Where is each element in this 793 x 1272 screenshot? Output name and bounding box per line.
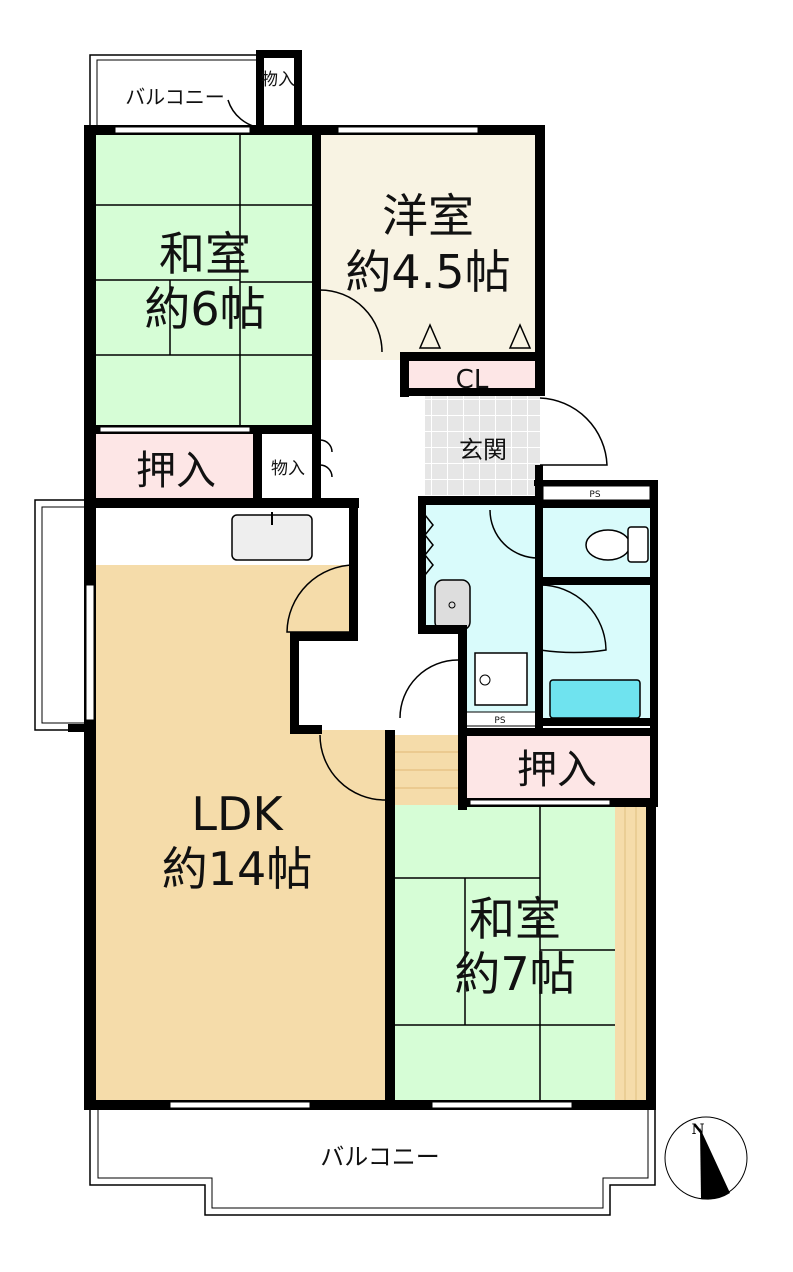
- washbasin-icon: [434, 579, 471, 631]
- monoire-top: 物入: [261, 70, 295, 90]
- youshitsu-floor: [318, 130, 540, 360]
- ldk-name: LDK: [191, 787, 284, 841]
- oshiire-left-floor: [92, 432, 257, 500]
- washitsu7-name: 和室: [469, 892, 561, 946]
- genkan-floor: [425, 395, 540, 500]
- balcony-left: [34, 499, 93, 731]
- tatami-lines: [92, 130, 615, 1100]
- balcony-top-label: バルコニー: [125, 85, 225, 109]
- balcony-bottom-label: バルコニー: [320, 1143, 440, 1171]
- ldk-floor: [92, 565, 390, 1100]
- genkan-label: 玄関: [459, 436, 507, 464]
- oshiire-left-label: 押入: [136, 448, 216, 494]
- youshitsu-name: 洋室: [382, 189, 474, 243]
- ps-bottom-label: PS: [494, 716, 505, 726]
- toilet-icon: [585, 526, 649, 563]
- monoire-mid-floor: [262, 432, 315, 500]
- ps-top-label: PS: [589, 490, 600, 500]
- oshiire-right-label: 押入: [517, 747, 597, 793]
- ps-top: [542, 485, 651, 501]
- bathtub-icon: [549, 679, 641, 719]
- tokonoma: [615, 805, 650, 1100]
- monoire-mid-label: 物入: [271, 459, 305, 479]
- washitsu7-floor: [390, 805, 650, 1100]
- washitsu6-size: 約6帖: [144, 282, 265, 336]
- compass-label: N: [692, 1122, 705, 1138]
- balcony-bottom: バルコニー: [89, 1104, 656, 1216]
- balcony-top: バルコニー: [89, 54, 263, 129]
- ldk-size: 約14帖: [162, 842, 313, 896]
- monoire-top-label: 物入: [261, 70, 295, 90]
- windows: [85, 126, 611, 1109]
- door-swings: [227, 99, 608, 801]
- washing-machine-icon: [474, 652, 528, 706]
- closet-label: CL: [456, 365, 489, 395]
- closet-floor: [405, 360, 540, 392]
- washitsu7-size: 約7帖: [454, 947, 575, 1001]
- washitsu6-name: 和室: [159, 227, 251, 281]
- compass-north-icon: N: [664, 1116, 748, 1200]
- youshitsu-size: 約4.5帖: [345, 245, 510, 299]
- oshiire-right-floor: [462, 735, 650, 800]
